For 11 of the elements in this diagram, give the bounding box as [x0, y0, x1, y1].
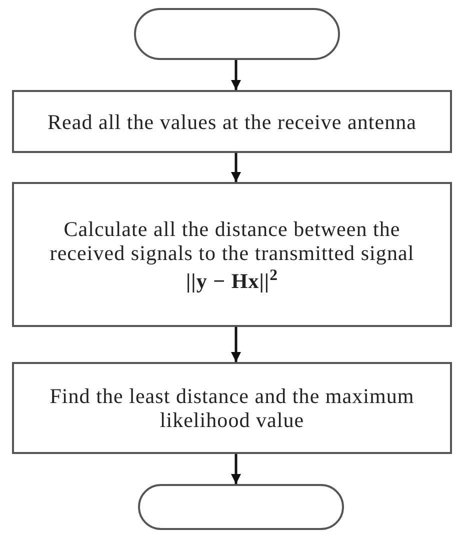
process-box — [12, 90, 452, 153]
process-box — [12, 182, 452, 327]
arrow — [231, 60, 241, 90]
step-text: Find the least distance and the maximum likelihood value — [48, 384, 416, 432]
arrow — [231, 153, 241, 182]
arrow — [231, 454, 241, 484]
arrow — [231, 327, 241, 362]
formula: ||y − Hx||$^{2}$ — [186, 268, 278, 292]
step-text: Read all the values at the receive antenna — [48, 110, 416, 134]
process-box — [12, 362, 452, 454]
step-text: Calculate all the distance between the received signals to the transmitted signal — [48, 216, 416, 264]
